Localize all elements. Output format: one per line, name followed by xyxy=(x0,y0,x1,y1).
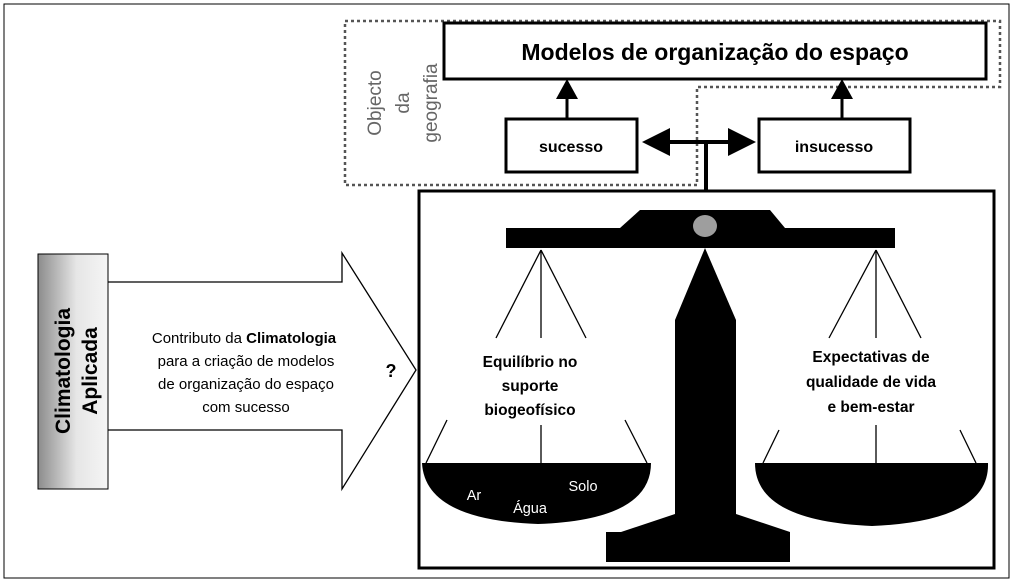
scale-beam xyxy=(506,228,895,248)
arrow-text-line3: de organização do espaço xyxy=(158,376,334,393)
question-mark: ? xyxy=(386,361,397,381)
success-box xyxy=(504,117,639,174)
right-pan xyxy=(755,463,989,526)
failure-up-arrowhead xyxy=(831,79,853,99)
failure-box xyxy=(757,117,912,174)
pivot-icon xyxy=(693,215,717,237)
failure-label: insucesso xyxy=(795,139,873,156)
scale-base xyxy=(606,514,790,562)
arrow-text-line4: com sucesso xyxy=(202,399,290,416)
right-pan-line1: Expectativas de xyxy=(812,349,930,366)
contribution-arrow xyxy=(105,250,417,492)
tab-line2: Aplicada xyxy=(79,327,102,415)
models-box xyxy=(442,21,988,81)
right-pan-line2: qualidade de vida xyxy=(806,374,936,391)
arrow-text-line1: Contributo da Climatologia xyxy=(152,330,337,347)
object-label-line1: Objecto xyxy=(365,70,386,135)
left-pan-strings xyxy=(425,249,648,464)
object-label-line2: da xyxy=(393,92,414,114)
models-title: Modelos de organização do espaço xyxy=(521,39,908,65)
pan-item-agua: Água xyxy=(513,500,548,517)
success-label: sucesso xyxy=(539,139,603,156)
success-up-arrowhead xyxy=(556,79,578,99)
scale-column xyxy=(675,248,736,514)
climatologia-tab xyxy=(37,253,109,490)
outer-frame xyxy=(3,3,1010,579)
left-pan-line2: suporte xyxy=(502,378,559,395)
right-pan-strings xyxy=(762,249,977,464)
double-arrow-right-head xyxy=(728,128,756,156)
pan-item-ar: Ar xyxy=(467,488,482,504)
pan-item-solo: Solo xyxy=(568,479,597,495)
object-label-line3: geografia xyxy=(421,63,442,143)
double-arrow-left-head xyxy=(642,128,670,156)
right-pan-line3: e bem-estar xyxy=(827,399,914,416)
left-pan xyxy=(422,463,651,524)
arrow-text-line2: para a criação de modelos xyxy=(158,353,335,370)
tab-line1: Climatologia xyxy=(52,308,75,434)
left-pan-line1: Equilíbrio no xyxy=(483,354,578,371)
left-pan-line3: biogeofísico xyxy=(484,402,575,419)
geography-object-region xyxy=(343,19,1002,187)
